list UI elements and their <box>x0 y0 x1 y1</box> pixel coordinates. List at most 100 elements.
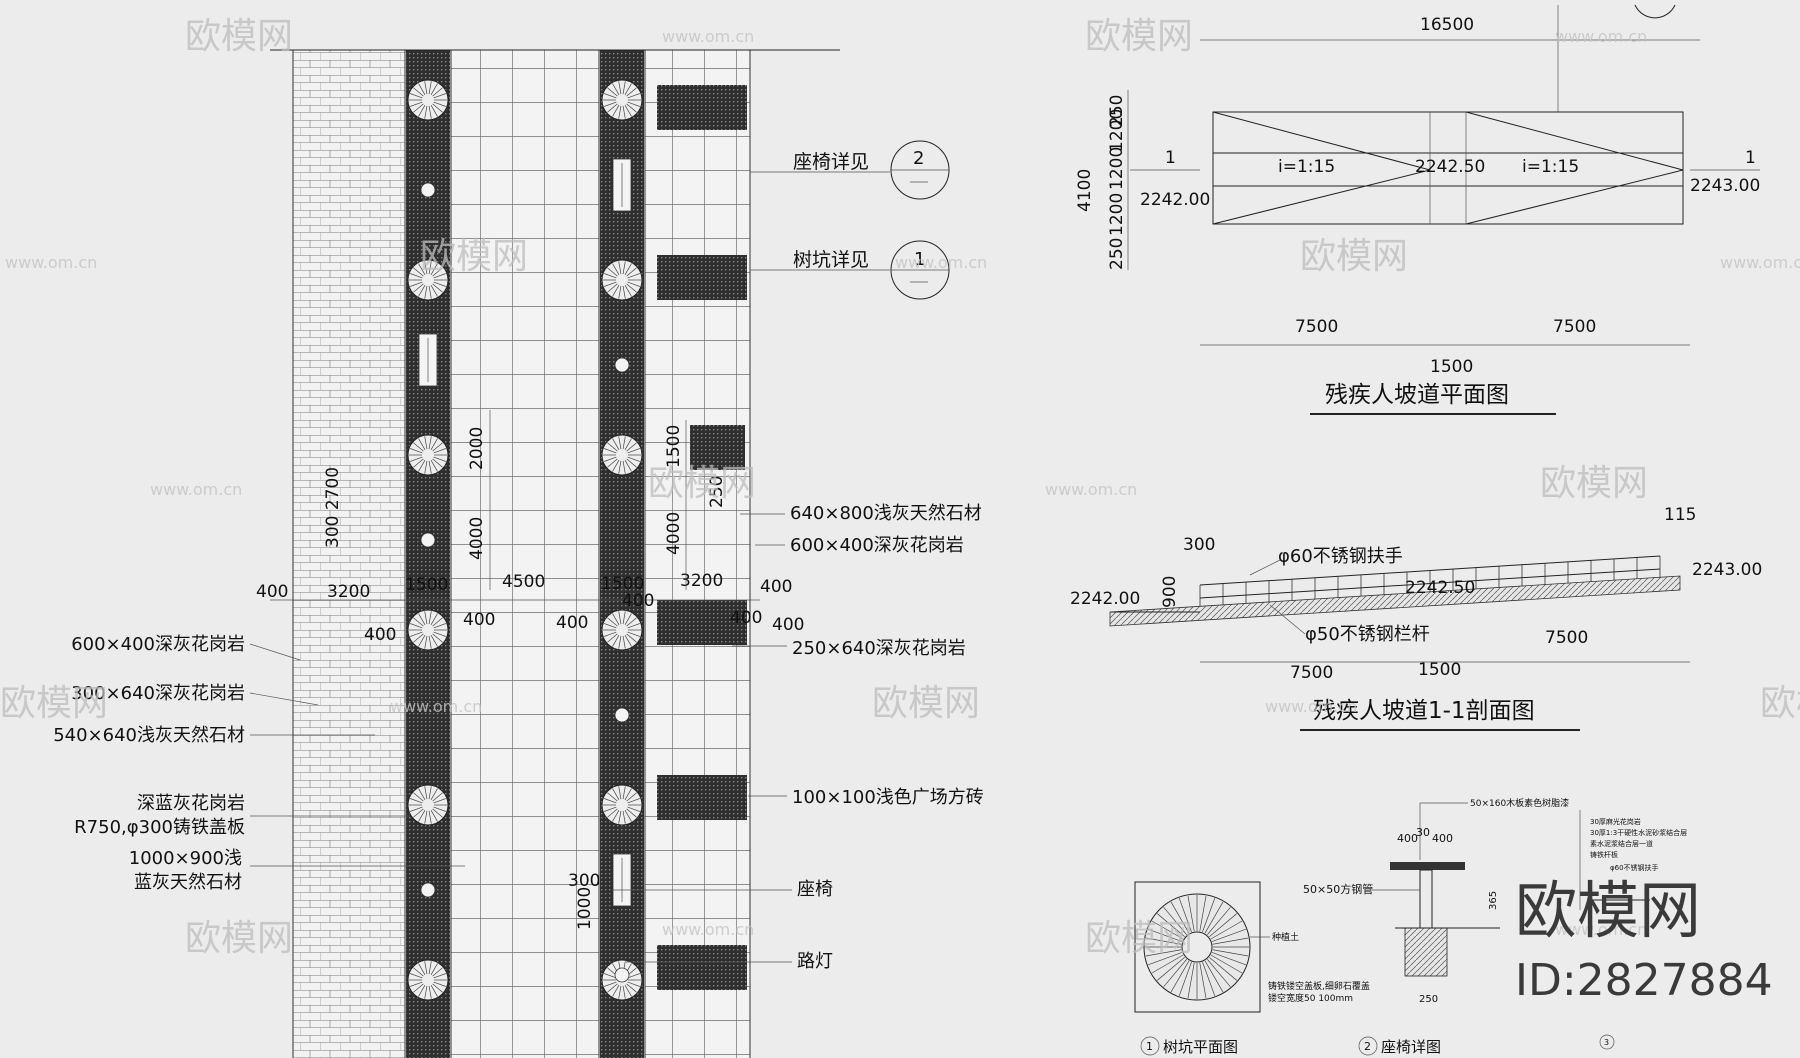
detail-num-circle <box>1140 1036 1160 1056</box>
grate-spoke <box>618 460 622 474</box>
grate-spoke <box>627 623 640 629</box>
grate-spoke <box>428 436 432 450</box>
seat-spec: 铸铁杆板 <box>1590 850 1618 859</box>
watermark-url: www.om.cn <box>390 697 482 716</box>
grate-ray <box>1178 898 1192 933</box>
pit-note: 种植土 <box>1272 931 1299 943</box>
grate-spoke <box>418 105 426 117</box>
section-mark: 1 <box>1165 148 1176 168</box>
watermark-url: www.om.cn <box>662 920 754 939</box>
grate-spoke <box>607 458 618 468</box>
grate-spoke <box>428 105 432 119</box>
watermark-url: www.om.cn <box>1045 480 1137 499</box>
seat-spec: φ60不锈钢扶手 <box>1610 863 1659 872</box>
granite-block <box>690 425 745 470</box>
watermark-url: www.om.cn <box>1555 920 1647 939</box>
dim-text: 400 <box>772 615 804 635</box>
grate-spoke <box>410 93 423 99</box>
ramp-plan-title: 残疾人坡道平面图 <box>1325 382 1509 408</box>
grate-ray <box>1202 961 1216 996</box>
watermark-brand: 欧模网 <box>1300 236 1408 277</box>
ramp-section-title: 残疾人坡道1-1剖面图 <box>1313 698 1535 724</box>
grate-ray <box>1199 895 1207 932</box>
slope-text: i=1:15 <box>1522 157 1579 177</box>
grate-spoke <box>626 808 637 818</box>
grate-spoke <box>627 981 640 987</box>
grate-spoke <box>612 105 620 117</box>
dim-text-vertical: 1200 <box>1107 147 1127 190</box>
watermarks: 欧模网 欧模网 欧模网 欧模网 欧模网 欧模网 欧模网 欧模网 欧模网 欧模网 … <box>0 16 1800 1006</box>
watermark-url: www.om.cn <box>895 253 987 272</box>
seat-callout-text: 座椅详见 <box>793 151 869 173</box>
grate-spoke <box>624 810 632 822</box>
detail-num: 2 <box>1364 1040 1371 1053</box>
grate-spoke <box>607 633 618 643</box>
grate-spoke <box>607 87 618 97</box>
watermark-logo: 欧模网 <box>1515 874 1701 947</box>
dim-text: 400 <box>256 582 288 602</box>
grate-spoke <box>424 261 428 275</box>
grate-spoke <box>424 105 428 119</box>
grate-spoke <box>432 103 443 113</box>
dim-text: 1500 <box>601 574 644 594</box>
detail-num-circle <box>1599 1034 1615 1050</box>
grate-spoke <box>624 985 632 997</box>
label-leader <box>249 643 301 661</box>
section-mark: 1 <box>1745 148 1756 168</box>
grate-ray <box>1204 901 1224 934</box>
grate-spoke <box>604 93 617 99</box>
seat-dim: 400 <box>1432 832 1453 845</box>
dim-text-vertical: 900 <box>1160 576 1180 608</box>
grate-spoke <box>413 103 424 113</box>
brick-strip-left <box>292 49 406 1058</box>
pit-callout: 树坑详见 1 <box>750 240 950 300</box>
grate-ray <box>1210 954 1243 974</box>
grate-ray <box>1202 898 1216 933</box>
grate-spoke <box>418 985 426 997</box>
north-symbol <box>1634 4 1676 19</box>
label-leader <box>1269 604 1306 635</box>
elevation-text: 2242.00 <box>1140 190 1210 210</box>
ramp-slope-line <box>1465 111 1684 171</box>
grate-spoke <box>433 93 446 99</box>
watermark-brand: 欧模网 <box>420 236 528 277</box>
grate-spoke <box>618 436 622 450</box>
grate-spoke <box>430 788 438 800</box>
tree-grate <box>601 434 643 476</box>
dim-text-vertical: 1200 <box>1107 109 1127 152</box>
grate-spoke <box>618 261 622 275</box>
grate-spoke <box>413 458 424 468</box>
grate-spoke <box>432 967 443 977</box>
label-leader <box>1249 559 1281 576</box>
grate-ray <box>1187 962 1195 999</box>
grate-spoke <box>432 442 443 452</box>
grate-spoke <box>626 442 637 452</box>
grate-spoke <box>626 87 637 97</box>
grate-spoke <box>624 83 632 95</box>
grate-spoke <box>433 798 446 804</box>
grate-spoke <box>418 788 426 800</box>
street-lamp <box>614 967 630 983</box>
paving-plan <box>270 49 840 1058</box>
grate-spoke <box>607 808 618 818</box>
grate-spoke <box>627 798 640 804</box>
grate-spoke <box>432 87 443 97</box>
tree-grate <box>407 959 449 1001</box>
grate-spoke <box>433 623 446 629</box>
material-label: 路灯 <box>797 951 833 972</box>
grate-ray <box>1209 913 1238 937</box>
grate-spoke <box>618 81 622 95</box>
grate-rays <box>1145 895 1249 999</box>
grate-spoke <box>410 798 423 804</box>
elevation-text: 2242.50 <box>1405 578 1475 598</box>
grate-spoke <box>418 635 426 647</box>
grate-spoke <box>624 263 632 275</box>
grate-spoke <box>607 103 618 113</box>
tree-grate <box>601 259 643 301</box>
grate-spoke <box>428 611 432 625</box>
tree-grate <box>601 784 643 826</box>
grate-spoke <box>424 436 428 450</box>
grate-spoke <box>627 806 640 812</box>
grate-spoke <box>622 105 626 119</box>
street-lamp <box>614 707 630 723</box>
